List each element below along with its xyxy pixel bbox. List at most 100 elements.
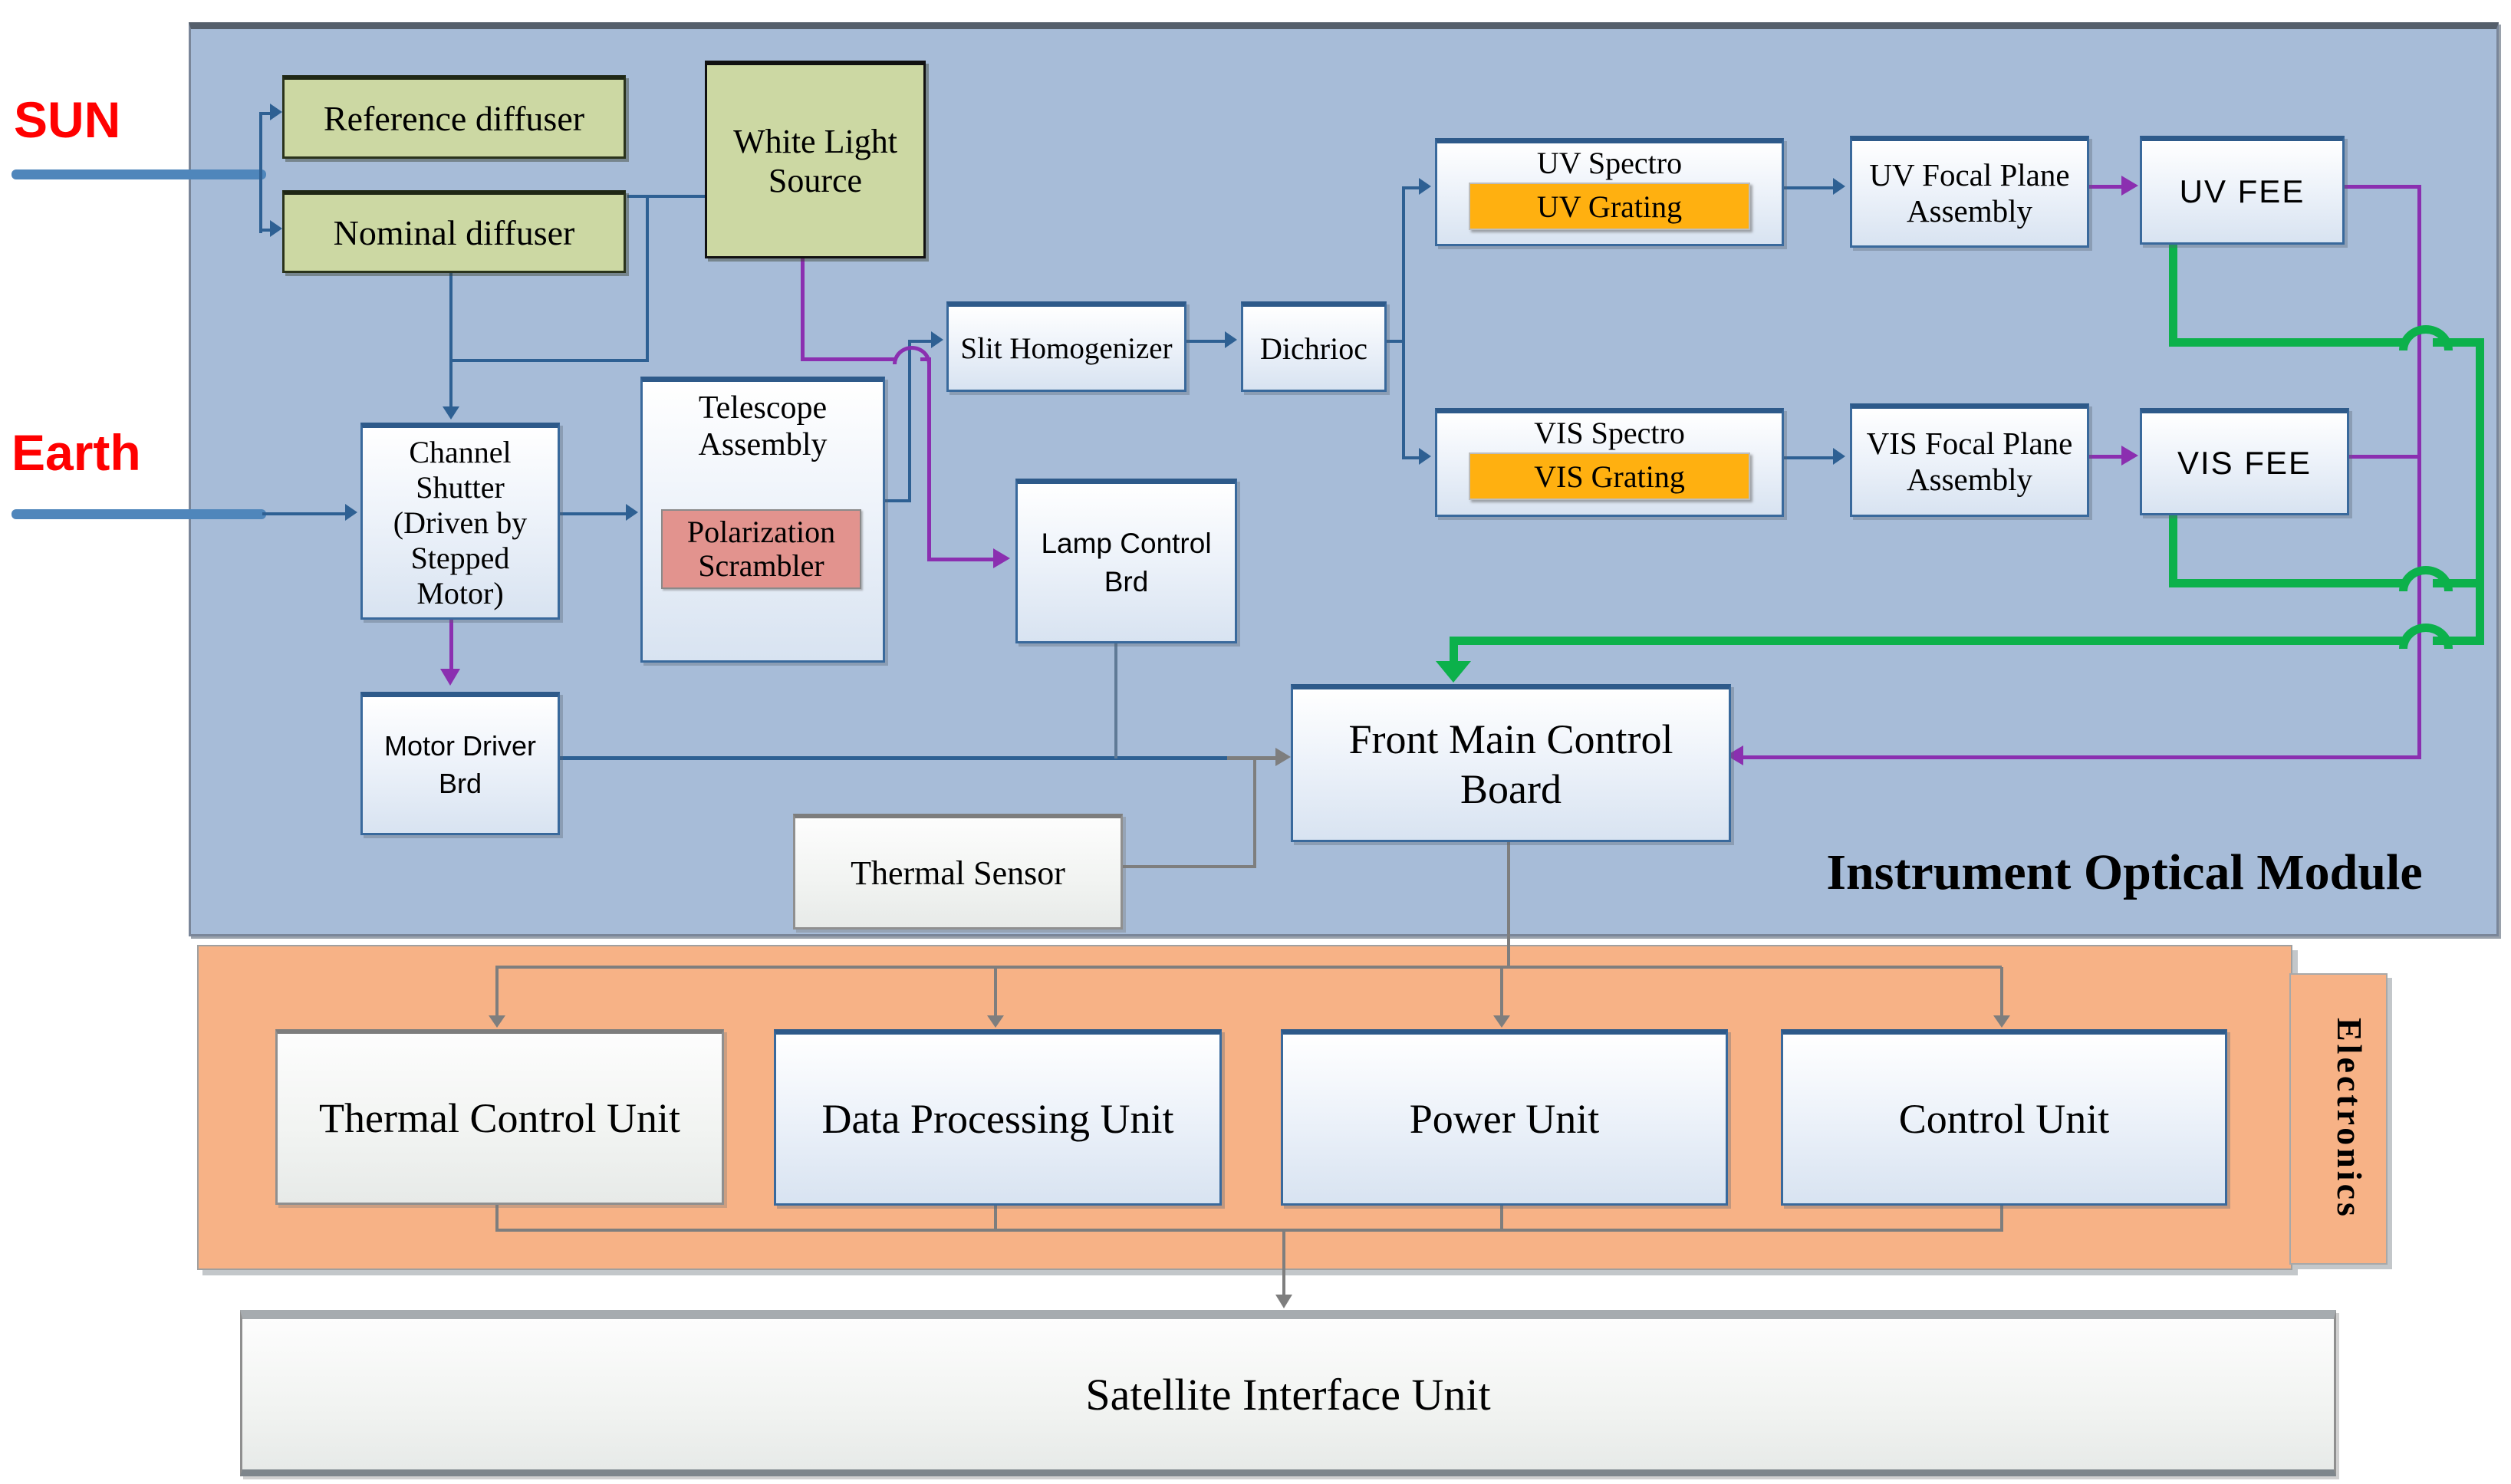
slit-homogenizer-box: Slit Homogenizer <box>946 301 1186 392</box>
connector-vis-stub <box>1405 456 1420 459</box>
earth-label: Earth <box>12 424 141 481</box>
arrowhead-pu <box>1493 1015 1510 1028</box>
uv-spectro-label: UV Spectro <box>1536 146 1683 180</box>
connector-siu-down <box>1282 1232 1285 1296</box>
motor-driver-label: Motor Driver Brd <box>383 729 537 799</box>
connector-uvspec-fpa <box>1779 186 1835 189</box>
arrowhead-uv-spectro <box>1419 178 1431 195</box>
connector-dpu-bottom <box>994 1198 997 1232</box>
connector-fmcb-down <box>1507 834 1510 969</box>
arrowhead-earth-cs <box>345 504 357 521</box>
channel-shutter-label: Channel Shutter (Driven by Stepped Motor… <box>393 434 528 610</box>
polarization-scrambler-box: Polarization Scrambler <box>661 509 861 589</box>
power-unit-box: Power Unit <box>1281 1029 1728 1206</box>
arrowhead-ref <box>270 104 282 120</box>
vis-grating-label: VIS Grating <box>1534 459 1685 494</box>
arrowhead-tcu <box>489 1015 505 1028</box>
connector-purple-to-fmcb <box>1743 755 2421 759</box>
arrowhead-fmcb-left <box>1275 748 1291 766</box>
connector-wls-down2 <box>927 357 931 561</box>
connector-tie-vertical <box>646 195 649 362</box>
arrowhead-vis-fpa <box>1833 448 1845 465</box>
connector-gray-fmcb <box>1227 756 1278 760</box>
connector-visfee-green-v <box>2169 508 2177 583</box>
arrowhead-motor-driver <box>440 669 460 686</box>
connector-thermal-v <box>1253 758 1256 868</box>
connector-ref-wls-tie <box>627 195 705 198</box>
connector-dichrioc-out <box>1382 340 1405 343</box>
arrowhead-slit <box>931 331 943 348</box>
hop-green-long <box>2399 624 2453 649</box>
connector-visspec-fpa <box>1779 456 1835 459</box>
vis-spectro-box: VIS Spectro VIS Grating <box>1435 408 1784 517</box>
thermal-sensor-label: Thermal Sensor <box>851 854 1065 892</box>
earth-input-line <box>12 509 266 519</box>
arrowhead-shutter-top <box>443 406 459 420</box>
arrowhead-lamp-control <box>993 548 1010 568</box>
connector-shutter-telescope <box>543 512 627 515</box>
uv-spectro-box: UV Spectro UV Grating <box>1435 138 1784 246</box>
arrowhead-dichrioc <box>1225 331 1237 348</box>
data-processing-unit-box: Data Processing Unit <box>774 1029 1222 1206</box>
thermal-control-unit-box: Thermal Control Unit <box>275 1029 724 1205</box>
connector-tcu-stub <box>495 967 499 1016</box>
arrowhead-dpu <box>987 1015 1004 1028</box>
arrowhead-uv-fee <box>2121 176 2138 196</box>
electronics-vertical-label: Electronics <box>2309 983 2370 1253</box>
connector-dpu-stub <box>994 967 997 1016</box>
connector-wls-down <box>801 252 805 360</box>
power-unit-label: Power Unit <box>1409 1096 1600 1142</box>
connector-uvfee-green-h2 <box>2433 338 2484 347</box>
lamp-control-box: Lamp Control Brd <box>1015 479 1237 643</box>
sun-label: SUN <box>14 91 121 148</box>
dichrioc-box: Dichrioc <box>1241 301 1387 392</box>
uv-fee-label: UV FEE <box>2179 173 2305 209</box>
connector-visfpa-fee <box>2075 455 2123 459</box>
connector-cu-stub <box>2000 967 2003 1016</box>
connector-purple-bus <box>2417 185 2421 759</box>
data-processing-unit-label: Data Processing Unit <box>821 1096 1174 1142</box>
connector-nominal-to-shutter <box>449 266 453 408</box>
reference-diffuser-box: Reference diffuser <box>282 75 626 159</box>
connector-visfee-green-h2 <box>2433 579 2484 587</box>
uv-fee-box: UV FEE <box>2140 136 2345 245</box>
arrowhead-vis-spectro <box>1419 448 1431 465</box>
arrowhead-vis-fee <box>2121 446 2138 466</box>
connector-pu-bottom <box>1500 1198 1503 1232</box>
connector-dichrioc-split <box>1402 186 1405 459</box>
connector-green-long-h2 <box>2433 637 2484 645</box>
vis-fee-label: VIS FEE <box>2177 445 2312 481</box>
connector-slit-dichrioc <box>1182 340 1226 343</box>
connector-wls-h2 <box>920 357 931 361</box>
lamp-control-label: Lamp Control Brd <box>1041 527 1212 597</box>
connector-cu-bottom <box>2000 1198 2003 1232</box>
connector-green-fmcb-v <box>1450 637 1458 664</box>
channel-shutter-box: Channel Shutter (Driven by Stepped Motor… <box>360 423 560 620</box>
connector-uvfpa-fee <box>2075 185 2123 189</box>
connector-motor-fmcb <box>543 756 1233 760</box>
connector-uv-stub <box>1405 186 1420 189</box>
arrowhead-nom <box>270 220 282 237</box>
connector-join-horizontal <box>449 359 649 362</box>
connector-visfee-green-h <box>2169 579 2405 587</box>
dichrioc-label: Dichrioc <box>1260 331 1367 366</box>
connector-uvfee-green-h <box>2169 338 2405 347</box>
electronics-side-tab <box>2289 973 2388 1265</box>
connector-green-long-h <box>1450 637 2402 645</box>
front-main-control-box: Front Main Control Board <box>1291 684 1731 842</box>
white-light-source-label: White Light Source <box>733 122 897 199</box>
connector-slit-stub <box>911 340 933 343</box>
connector-collect-horizontal <box>495 1229 2003 1232</box>
vis-spectro-label: VIS Spectro <box>1534 416 1685 450</box>
vis-focal-plane-label: VIS Focal Plane Assembly <box>1866 425 2073 497</box>
hop-green-uv <box>2399 325 2453 350</box>
uv-grating-box: UV Grating <box>1469 183 1750 230</box>
telescope-assembly-label: Telescope Assembly <box>698 390 828 463</box>
connector-sun-branch <box>259 112 262 233</box>
nominal-diffuser-box: Nominal diffuser <box>282 190 626 273</box>
uv-grating-label: UV Grating <box>1536 189 1683 224</box>
white-light-source-box: White Light Source <box>705 61 926 258</box>
connector-earth-stub <box>262 512 347 515</box>
hop-green-vis <box>2399 566 2453 591</box>
